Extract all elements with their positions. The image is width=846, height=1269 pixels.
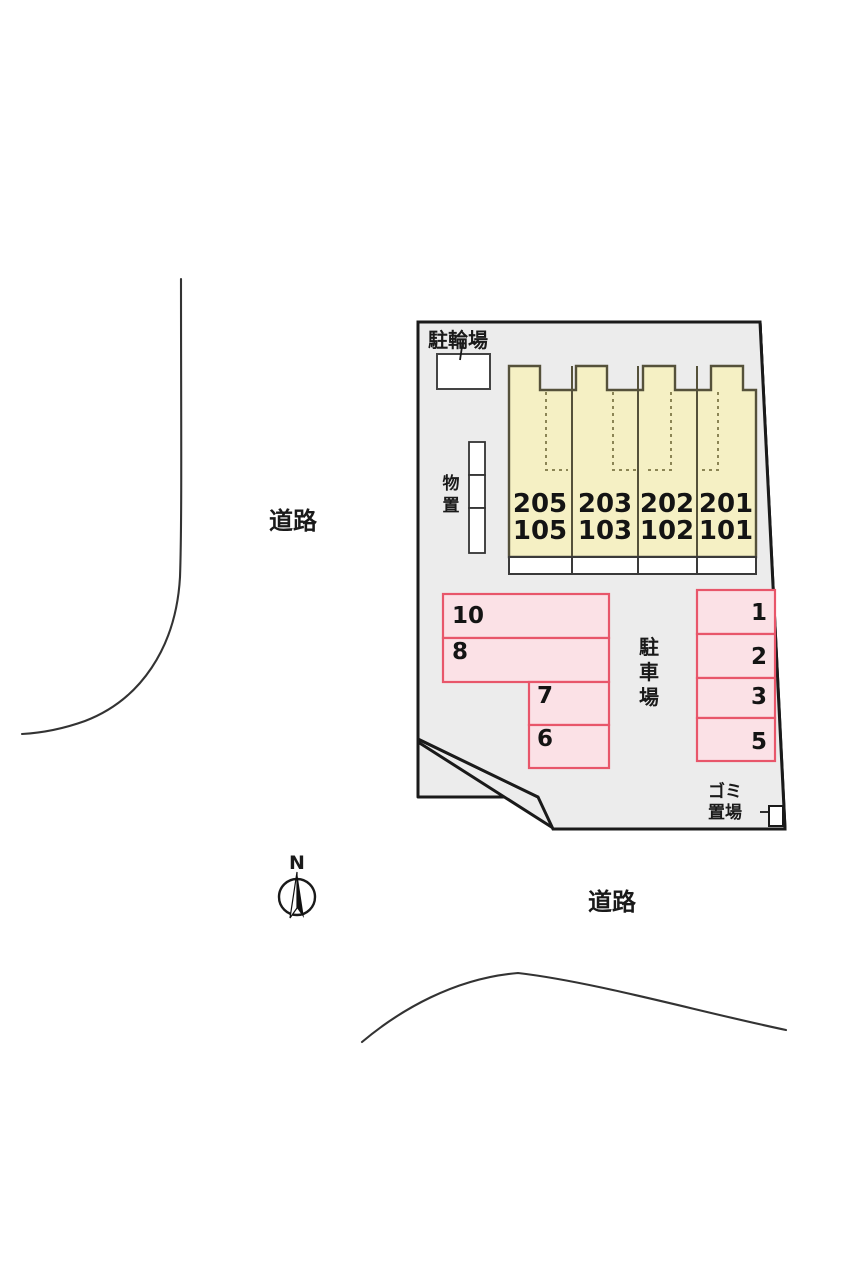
bicycle-parking-label: 駐輪場	[428, 328, 488, 352]
unit-label-102: 102	[640, 516, 694, 546]
parking-space-7	[527, 680, 611, 727]
unit-label-101: 101	[699, 516, 753, 546]
unit-label-203: 203	[578, 489, 632, 519]
parking-label-8: 8	[452, 639, 468, 665]
garbage-area: ゴミ 置場	[708, 781, 784, 827]
parking-right-block: 1 2 3 5	[695, 588, 777, 763]
unit-label-201: 201	[699, 489, 753, 519]
parking-label-1: 1	[751, 600, 767, 626]
storage-box-2	[468, 474, 486, 509]
compass-needle-dark	[297, 872, 304, 918]
unit-label-103: 103	[578, 516, 632, 546]
parking-space-5	[695, 716, 777, 763]
parking-label-2: 2	[751, 644, 767, 670]
parking-space-10	[441, 592, 611, 640]
storage-area: 物 置	[443, 441, 486, 554]
compass-rose: N	[277, 852, 317, 919]
storage-label-char1: 物	[443, 473, 460, 494]
road-lines	[20, 277, 788, 1044]
bicycle-parking-box	[436, 353, 491, 390]
bicycle-parking-leader	[459, 339, 464, 361]
parking-label-3: 3	[751, 684, 767, 710]
storage-box-1	[468, 441, 486, 476]
balcony-strip	[508, 556, 757, 575]
parking-label-6: 6	[537, 726, 553, 752]
parking-lot-label-char3: 場	[639, 685, 659, 709]
garbage-box	[768, 805, 784, 827]
garbage-area-label-line2: 置場	[708, 803, 742, 823]
building-footprint	[507, 364, 758, 559]
interior-dashed-lines	[545, 392, 719, 471]
compass-north-label: N	[289, 852, 305, 874]
parking-label-7: 7	[537, 683, 553, 709]
road-south-curve	[360, 971, 788, 1044]
parking-space-6	[527, 723, 611, 770]
storage-box-3	[468, 507, 486, 554]
bicycle-parking-area: 駐輪場	[428, 328, 491, 390]
road-label-south: 道路	[588, 888, 637, 916]
road-west-curve	[20, 277, 183, 736]
unit-label-202: 202	[640, 489, 694, 519]
parking-space-8	[441, 636, 611, 684]
parking-lot-label-char1: 駐	[639, 635, 659, 659]
apartment-building: 205 105 203 103 202 102 201 101	[507, 364, 758, 575]
storage-label-char2: 置	[443, 496, 460, 516]
unit-label-105: 105	[513, 516, 567, 546]
road-label-west: 道路	[269, 507, 318, 535]
parking-lot-label-char2: 車	[639, 660, 659, 684]
parking-label-10: 10	[452, 603, 484, 629]
garbage-area-label-line1: ゴミ	[708, 781, 742, 802]
unit-labels: 205 105 203 103 202 102 201 101	[513, 489, 753, 546]
parking-lot-label: 駐 車 場	[639, 635, 659, 709]
parking-space-2	[695, 632, 777, 680]
parking-left-block: 10 8 7 6	[441, 592, 611, 770]
unit-label-205: 205	[513, 489, 567, 519]
parking-label-5: 5	[751, 729, 767, 755]
compass-needle-light	[289, 871, 298, 919]
